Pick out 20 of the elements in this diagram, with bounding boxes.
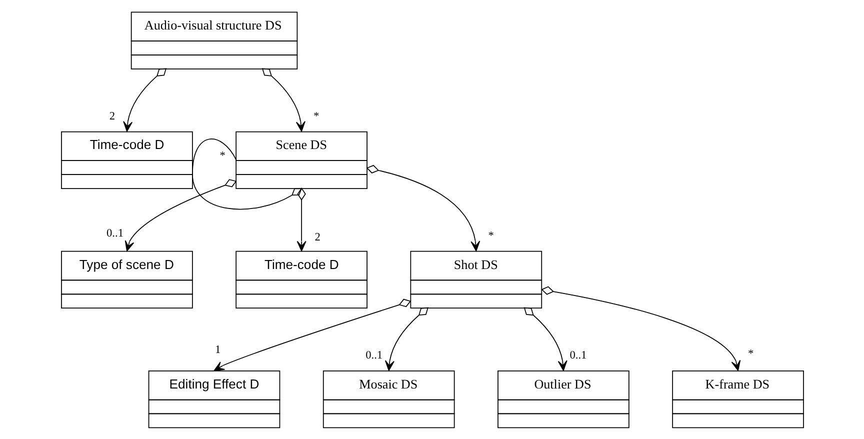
arrow bbox=[296, 187, 306, 252]
edge-label: 0..1 bbox=[365, 350, 382, 362]
arrow bbox=[384, 307, 428, 371]
edge-label: * bbox=[313, 110, 319, 122]
edge-label: 0..1 bbox=[569, 350, 586, 362]
connector bbox=[192, 138, 302, 210]
edge-label: 2 bbox=[108, 110, 115, 122]
arrow bbox=[261, 68, 305, 132]
edge-label: * bbox=[219, 150, 225, 162]
edge-label: * bbox=[488, 230, 494, 242]
arrow bbox=[122, 68, 166, 132]
edge-label: * bbox=[747, 348, 754, 360]
arrow bbox=[124, 179, 236, 252]
arrow bbox=[366, 164, 480, 252]
edge-label: 1 bbox=[214, 344, 220, 356]
edge-label: 0..1 bbox=[106, 228, 124, 240]
arrow bbox=[540, 286, 740, 371]
arrow bbox=[213, 298, 411, 371]
arrow bbox=[523, 307, 567, 371]
edge-label: 2 bbox=[314, 231, 320, 244]
